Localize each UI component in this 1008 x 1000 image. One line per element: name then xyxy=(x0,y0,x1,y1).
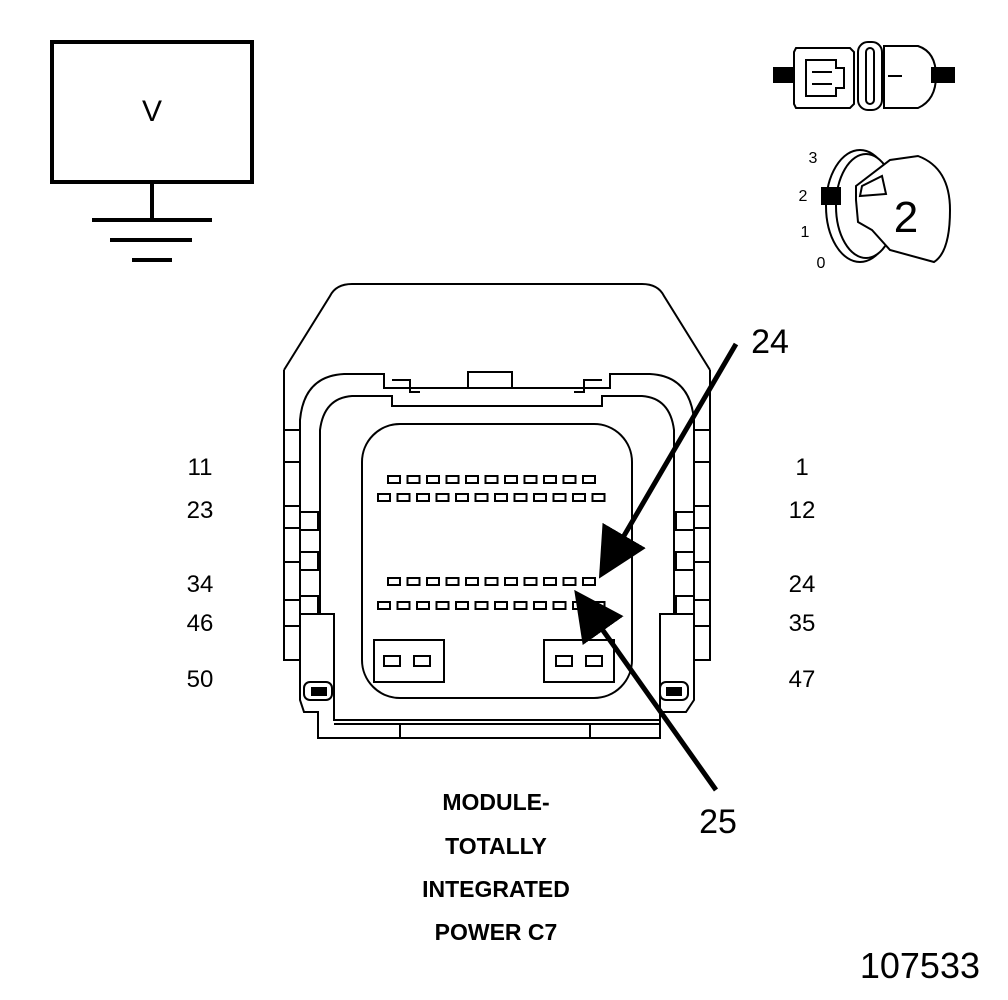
key-position-1: 1 xyxy=(801,224,810,241)
pin-label-50: 50 xyxy=(187,666,214,693)
pin-cavity xyxy=(504,577,518,586)
pin-cavity xyxy=(426,577,440,586)
connector-face xyxy=(283,283,711,739)
ignition-key-icon xyxy=(821,149,952,264)
pin-label-11: 11 xyxy=(188,454,213,481)
ignition-positions: 3 2 1 0 xyxy=(799,150,826,272)
pin-cavity xyxy=(513,493,528,502)
pin-cavity xyxy=(455,601,469,610)
pin-cavity xyxy=(591,493,606,502)
title-line-1: MODULE- xyxy=(442,789,549,815)
voltmeter-icon: V xyxy=(50,40,254,220)
title-line-2: TOTALLY xyxy=(445,833,547,859)
pin-cavity xyxy=(416,493,430,502)
callout-arrow-24 xyxy=(598,342,739,579)
pin-cavity xyxy=(562,577,577,586)
pin-labels-left: 11 23 34 46 50 xyxy=(187,454,214,693)
key-position-2: 2 xyxy=(799,188,808,205)
pin-cavity xyxy=(435,601,450,610)
pin-cavity xyxy=(572,493,586,502)
pin-cavity xyxy=(465,577,479,586)
pin-cavity xyxy=(582,577,596,586)
pin-label-47: 47 xyxy=(789,666,816,693)
pin-label-12: 12 xyxy=(789,497,816,524)
pin-cavity xyxy=(465,475,479,484)
pin-label-34: 34 xyxy=(187,571,214,598)
pin-cavity xyxy=(445,577,460,586)
pin-label-46: 46 xyxy=(187,610,214,637)
pin-cavity xyxy=(543,577,557,586)
callout-label-24: 24 xyxy=(751,323,789,361)
power-terminal-slot xyxy=(555,655,573,667)
callout-arrow-25 xyxy=(574,589,719,792)
pin-cavity xyxy=(435,493,450,502)
pin-cavity xyxy=(552,601,567,610)
pin-cavity xyxy=(396,601,411,610)
pin-cavity xyxy=(562,475,577,484)
pin-cavity xyxy=(543,475,557,484)
pin-label-23: 23 xyxy=(187,497,214,524)
pin-cavity xyxy=(591,601,606,610)
pin-cavity xyxy=(582,475,596,484)
key-position-3: 3 xyxy=(809,150,818,167)
figure-id: 107533 xyxy=(860,945,980,986)
pin-cavity xyxy=(494,493,508,502)
pin-cavity xyxy=(387,475,401,484)
pin-cavity xyxy=(504,475,518,484)
pin-cavity xyxy=(523,475,538,484)
pin-cavity xyxy=(484,577,499,586)
pin-label-35: 35 xyxy=(789,610,816,637)
power-terminal-slot xyxy=(413,655,431,667)
pin-cavity xyxy=(523,577,538,586)
ground-icon xyxy=(92,218,212,262)
pin-cavity xyxy=(513,601,528,610)
pin-cavity xyxy=(474,493,489,502)
pin-cavity xyxy=(552,493,567,502)
power-terminal-slot xyxy=(585,655,603,667)
pin-cavity xyxy=(377,493,391,502)
pin-label-24: 24 xyxy=(789,571,816,598)
power-terminal-slot xyxy=(383,655,401,667)
pin-cavity xyxy=(494,601,508,610)
pin-label-1: 1 xyxy=(795,454,808,481)
pin-cavity xyxy=(474,601,489,610)
pin-cavity xyxy=(484,475,499,484)
pin-cavity xyxy=(455,493,469,502)
title-line-4: POWER C7 xyxy=(435,919,558,945)
pin-cavity xyxy=(406,577,421,586)
pin-rows xyxy=(377,475,606,667)
pin-cavity xyxy=(533,493,547,502)
title-line-3: INTEGRATED xyxy=(422,876,570,902)
pin-cavity xyxy=(533,601,547,610)
callout-label-25: 25 xyxy=(699,803,737,841)
pin-cavity xyxy=(445,475,460,484)
key-position-0: 0 xyxy=(817,255,826,272)
pin-cavity xyxy=(416,601,430,610)
pin-cavity xyxy=(426,475,440,484)
key-selected-position: 2 xyxy=(894,193,918,242)
connector-title: MODULE- TOTALLY INTEGRATED POWER C7 xyxy=(422,789,570,945)
pin-cavity xyxy=(377,601,391,610)
pin-cavity xyxy=(396,493,411,502)
pin-labels-right: 1 12 24 35 47 xyxy=(789,454,816,693)
voltmeter-symbol: V xyxy=(142,95,162,128)
connector-disconnected-icon xyxy=(773,41,955,111)
pin-cavity xyxy=(406,475,421,484)
pin-cavity xyxy=(387,577,401,586)
